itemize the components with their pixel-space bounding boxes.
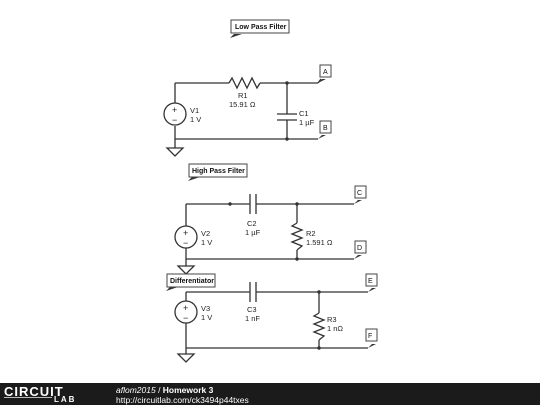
junction-node (317, 346, 321, 350)
capacitor-c1[interactable]: C1 1 µF (277, 109, 315, 127)
svg-text:+: + (183, 228, 188, 238)
schematic-canvas: Low Pass Filter + − V1 1 V R1 15.91 Ω C1… (163, 19, 378, 363)
heading-separator: / (155, 385, 163, 395)
voltage-source-v2[interactable]: + − V2 1 V (174, 225, 212, 249)
project-title[interactable]: Homework 3 (162, 385, 214, 395)
svg-text:1 V: 1 V (190, 115, 201, 124)
junction-node (285, 137, 289, 141)
svg-text:R1: R1 (238, 91, 248, 100)
svg-text:−: − (183, 238, 188, 248)
logo-wordmark-bottom: LAB (54, 395, 77, 404)
svg-text:−: − (183, 313, 188, 323)
svg-text:+: + (172, 105, 177, 115)
logo-wordmark-top: CIRCUIT (4, 384, 64, 399)
highpass-wires (185, 203, 354, 266)
junction-node (295, 202, 299, 206)
svg-text:1 V: 1 V (201, 238, 212, 247)
svg-text:High Pass Filter: High Pass Filter (192, 168, 245, 175)
capacitor-c2[interactable]: C2 1 µF (245, 194, 261, 237)
svg-text:V3: V3 (201, 304, 210, 313)
port-a[interactable]: A (317, 64, 332, 84)
port-e[interactable]: E (365, 273, 378, 292)
capacitor-c3[interactable]: C3 1 nF (245, 282, 260, 323)
logo-trace-icon (4, 397, 52, 404)
junction-node (285, 81, 289, 85)
svg-text:A: A (323, 69, 328, 76)
svg-text:1 V: 1 V (201, 313, 212, 322)
svg-text:1 µF: 1 µF (299, 118, 315, 127)
svg-text:1.591 Ω: 1.591 Ω (306, 238, 333, 247)
port-d[interactable]: D (354, 240, 367, 259)
svg-text:−: − (172, 115, 177, 125)
ground-icon (165, 147, 185, 157)
author-link[interactable]: aflom2015 (116, 385, 156, 395)
lowpass-wires (174, 82, 318, 148)
svg-text:C2: C2 (247, 219, 257, 228)
port-f[interactable]: F (365, 328, 378, 348)
svg-text:R3: R3 (327, 315, 337, 324)
svg-text:B: B (323, 125, 328, 132)
svg-text:Differentiator: Differentiator (170, 278, 214, 285)
svg-text:1 µF: 1 µF (245, 228, 261, 237)
svg-text:C: C (357, 190, 362, 197)
junction-node (317, 290, 321, 294)
svg-text:Low Pass Filter: Low Pass Filter (235, 24, 287, 31)
svg-text:F: F (368, 333, 372, 340)
svg-text:15.91 Ω: 15.91 Ω (229, 100, 256, 109)
annotation-differentiator[interactable]: Differentiator (166, 273, 216, 291)
differentiator-wires (185, 291, 368, 354)
svg-text:D: D (357, 245, 362, 252)
annotation-low-pass[interactable]: Low Pass Filter (230, 19, 290, 38)
voltage-source-v1[interactable]: + − V1 1 V (163, 102, 201, 126)
junction-node (228, 202, 232, 206)
svg-text:C1: C1 (299, 109, 309, 118)
port-b[interactable]: B (318, 120, 332, 139)
footer-bar: CIRCUIT LAB aflom2015 / Homework 3 http:… (0, 383, 540, 405)
port-c[interactable]: C (354, 185, 367, 204)
svg-text:V2: V2 (201, 229, 210, 238)
project-url[interactable]: http://circuitlab.com/ck3494p44txes (116, 395, 249, 405)
ground-icon (176, 265, 196, 275)
svg-text:V1: V1 (190, 106, 199, 115)
voltage-source-v3[interactable]: + − V3 1 V (174, 300, 212, 324)
svg-text:1 nΩ: 1 nΩ (327, 324, 343, 333)
ground-icon (176, 353, 196, 363)
svg-text:1 nF: 1 nF (245, 314, 260, 323)
svg-text:+: + (183, 303, 188, 313)
svg-text:E: E (368, 278, 373, 285)
project-heading: aflom2015 / Homework 3 (116, 385, 213, 395)
svg-text:R2: R2 (306, 229, 316, 238)
annotation-high-pass[interactable]: High Pass Filter (188, 163, 248, 181)
svg-text:C3: C3 (247, 305, 257, 314)
resistor-r2[interactable]: R2 1.591 Ω (290, 222, 333, 251)
junction-node (295, 257, 299, 261)
resistor-r3[interactable]: R3 1 nΩ (312, 312, 343, 341)
resistor-r1[interactable]: R1 15.91 Ω (228, 76, 261, 109)
circuitlab-logo[interactable]: CIRCUIT LAB (4, 384, 100, 405)
